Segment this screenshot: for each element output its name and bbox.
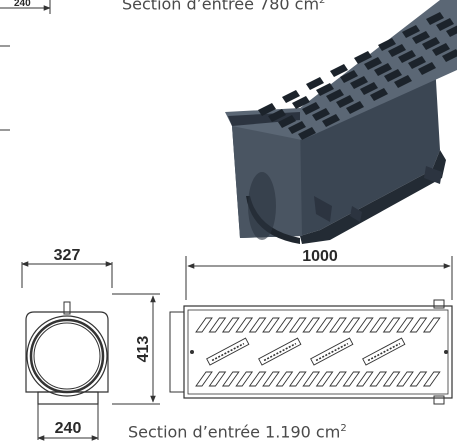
plan-slot — [355, 317, 374, 333]
grating-slot — [258, 103, 276, 116]
plan-slot — [409, 371, 428, 387]
plan-mark-hatch — [211, 342, 245, 362]
grating-slot — [408, 56, 426, 69]
plan-slot — [288, 371, 307, 387]
plan-slot — [382, 371, 401, 387]
grating-slot — [412, 31, 430, 44]
plan-slot — [369, 317, 388, 333]
grating-slot — [384, 69, 402, 82]
plan-slot — [288, 317, 307, 333]
grating-slot — [418, 62, 436, 75]
grating-slot — [374, 63, 392, 76]
grating-slot — [436, 18, 454, 31]
grating-slot — [336, 95, 354, 108]
grating-slot — [422, 37, 440, 50]
plan-slot — [235, 317, 254, 333]
grating-slot — [388, 44, 406, 57]
grating-slot — [442, 49, 457, 62]
end-view-width-label: 327 — [54, 247, 81, 264]
plan-slot — [208, 371, 227, 387]
plan-slot — [302, 317, 321, 333]
plan-slot — [382, 317, 401, 333]
plan-slot — [342, 317, 361, 333]
grating-slot — [316, 83, 334, 96]
plan-slot — [355, 371, 374, 387]
plan-slot — [221, 371, 240, 387]
plan-slot — [275, 317, 294, 333]
plan-slot — [235, 371, 254, 387]
plan-slot — [396, 371, 414, 387]
grating-slot — [282, 90, 300, 103]
plan-slot — [369, 371, 388, 387]
plan-slot — [422, 371, 441, 387]
grating-slot — [340, 70, 358, 83]
grating-slot — [346, 101, 364, 114]
end-view-base-label: 240 — [55, 420, 82, 437]
grating-slot — [394, 75, 412, 88]
plan-slot — [342, 371, 361, 387]
plan-grating-slots — [195, 317, 441, 387]
bottom-section-caption-sup: 2 — [340, 423, 347, 434]
plan-slot — [409, 317, 428, 333]
grating-slot — [298, 127, 316, 140]
plan-slot — [315, 317, 334, 333]
grating-slot — [402, 25, 420, 38]
top-section-caption-sup: 2 — [319, 0, 326, 6]
plan-slot — [329, 317, 347, 333]
grating-slot — [326, 89, 344, 102]
plan-view: 1000 — [169, 248, 453, 405]
grating-slot — [426, 12, 444, 25]
grating-slot — [288, 121, 306, 134]
plan-slot — [195, 317, 213, 333]
end-view: 327 413 240 — [21, 247, 160, 441]
grating-slot — [278, 115, 296, 128]
grating-slot — [330, 64, 348, 77]
plan-slot — [195, 371, 213, 387]
grating-slot — [364, 57, 382, 70]
grating-slot — [370, 88, 388, 101]
grating-slot — [360, 82, 378, 95]
top-section-caption-text: Section d’entrée 780 cm — [122, 0, 320, 14]
plan-slot — [262, 371, 280, 387]
plan-slot — [262, 317, 280, 333]
plan-mark-hatch — [263, 342, 297, 362]
grating-slot — [398, 50, 416, 63]
plan-mark-hatch — [315, 342, 349, 362]
plan-slot — [248, 371, 267, 387]
top-left-dimension-label: 240 — [14, 0, 31, 9]
plan-slot — [315, 371, 334, 387]
grating-slot — [302, 102, 320, 115]
plan-slot — [248, 317, 267, 333]
grating-slot — [446, 25, 457, 37]
grating-slots — [258, 12, 457, 140]
grating-slot — [350, 76, 368, 89]
plan-view-length-label: 1000 — [302, 248, 338, 265]
grating-slot — [306, 77, 324, 90]
plan-slot — [422, 317, 441, 333]
plan-slot — [275, 371, 294, 387]
grating-slot — [378, 38, 396, 51]
plan-slot — [329, 371, 347, 387]
plan-mark-hatch — [367, 342, 401, 362]
grating-slot — [268, 109, 286, 122]
plan-slot — [302, 371, 321, 387]
plan-marks — [206, 337, 406, 366]
plan-slot — [396, 317, 414, 333]
grating-slot — [292, 96, 310, 109]
end-view-height-label: 413 — [135, 336, 152, 363]
bottom-section-caption-text: Section d’entrée 1.190 cm — [128, 422, 341, 441]
bottom-section-caption: Section d’entrée 1.190 cm2 — [128, 424, 347, 440]
grating-slot — [312, 108, 330, 121]
top-section-caption: Section d’entrée 780 cm2 — [122, 0, 325, 12]
grating-slot — [432, 43, 450, 56]
grating-slot — [322, 114, 340, 127]
plan-slot — [208, 317, 227, 333]
grating-slot — [354, 51, 372, 64]
plan-slot — [221, 317, 240, 333]
top-left-dimension: 240 — [0, 0, 51, 131]
